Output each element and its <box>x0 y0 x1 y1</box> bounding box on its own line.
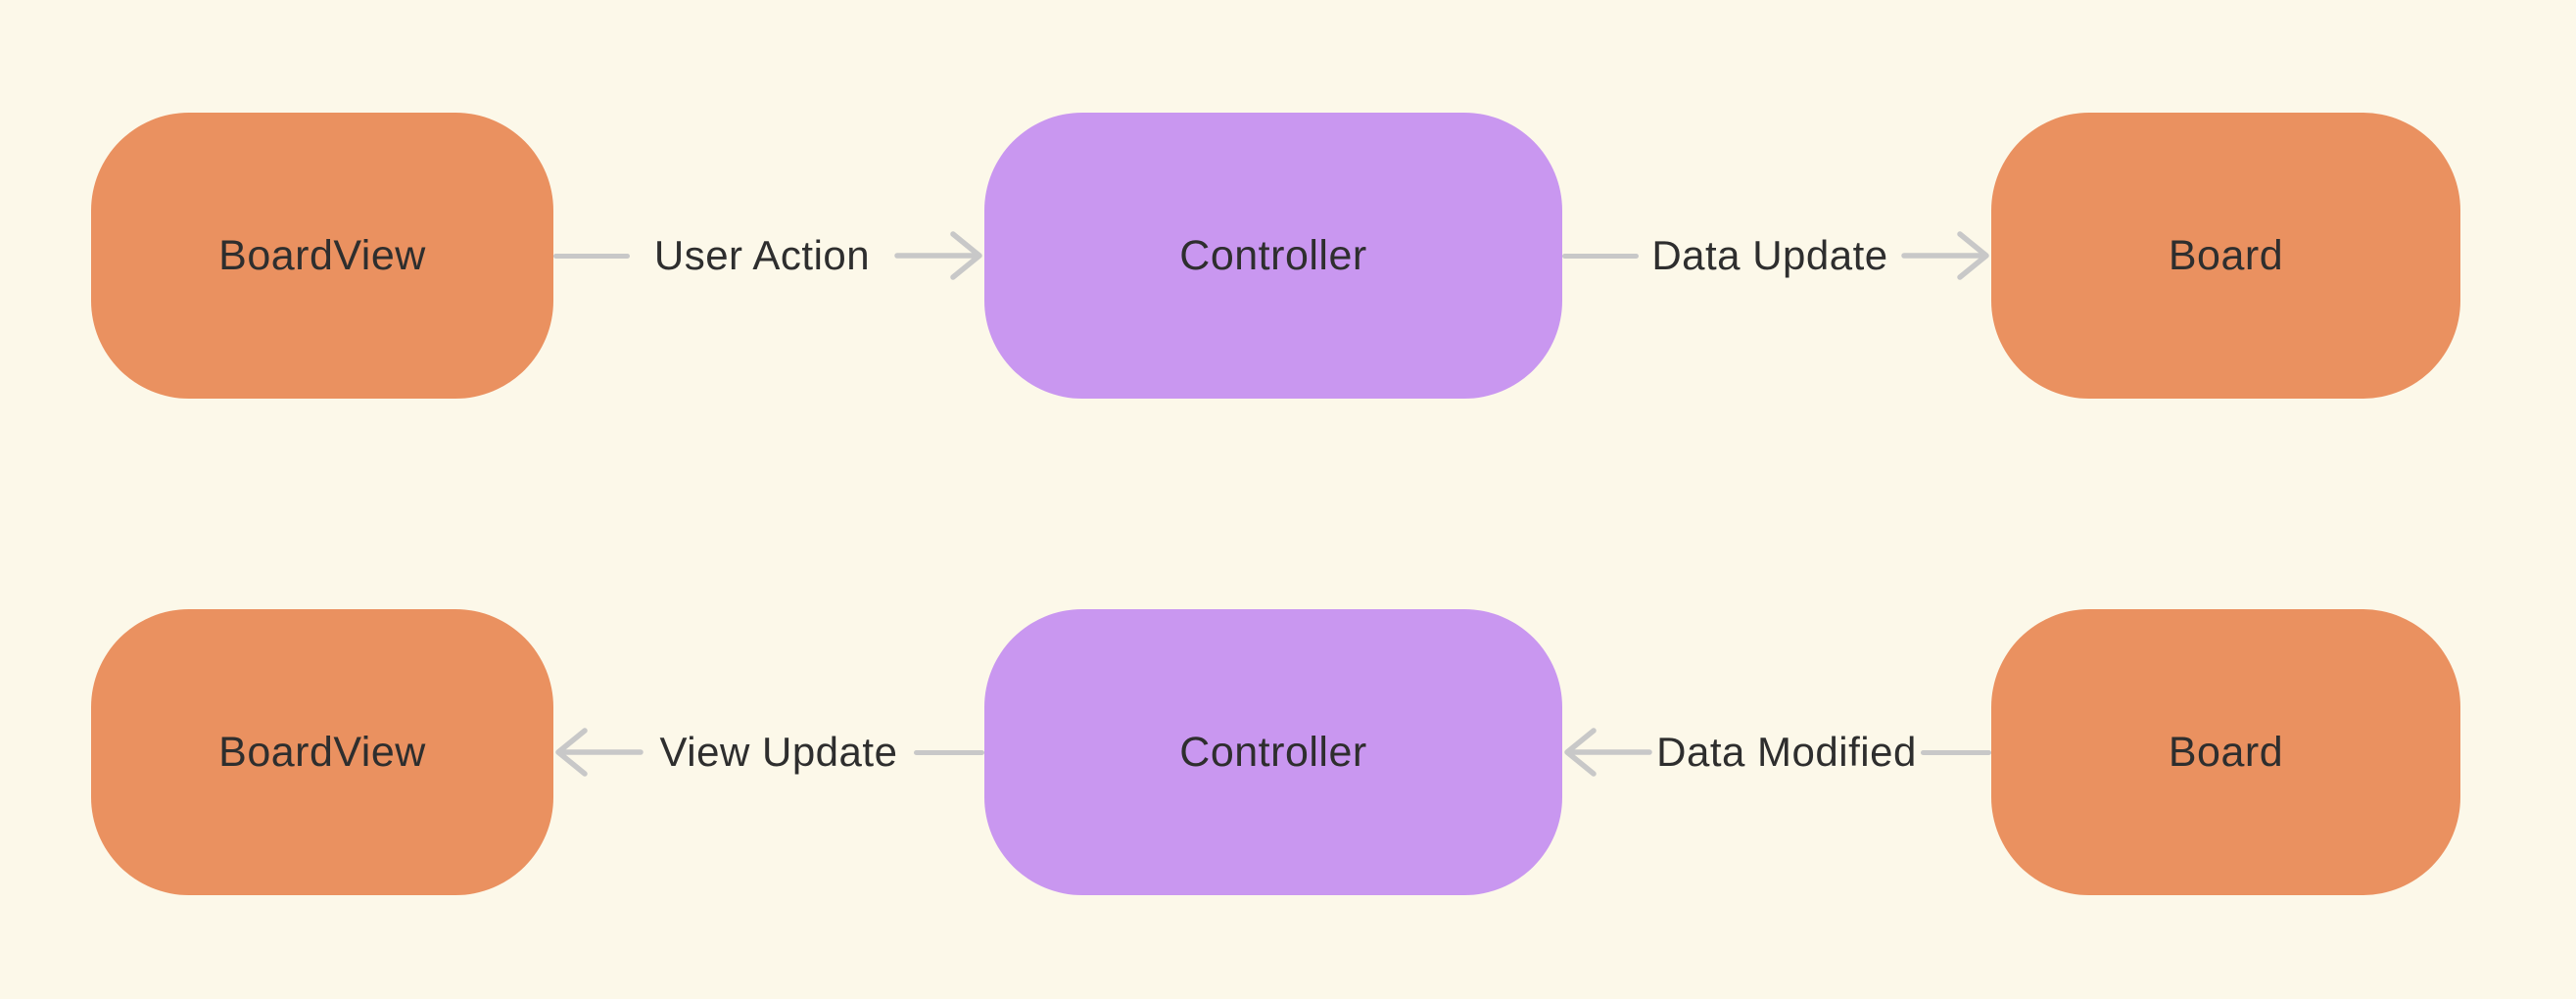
node-label: BoardView <box>218 728 426 776</box>
edge-line <box>1920 749 1991 755</box>
edge-line <box>913 749 984 755</box>
node-controller-bottom: Controller <box>984 609 1562 895</box>
edge-data-modified: Data Modified <box>1562 609 1991 895</box>
node-board-top: Board <box>1991 113 2460 399</box>
edge-data-update: Data Update <box>1562 113 1991 399</box>
node-board-bottom: Board <box>1991 609 2460 895</box>
node-label: Controller <box>1179 728 1367 776</box>
arrow-right-icon <box>1901 231 1989 280</box>
edge-label: Data Modified <box>1656 729 1917 775</box>
node-label: Board <box>2168 231 2284 279</box>
node-boardview-bottom: BoardView <box>91 609 553 895</box>
node-controller-top: Controller <box>984 113 1562 399</box>
node-label: BoardView <box>218 231 426 279</box>
edge-label: View Update <box>659 729 898 775</box>
arrow-right-icon <box>894 231 982 280</box>
node-label: Controller <box>1179 231 1367 279</box>
edge-line <box>553 253 630 259</box>
edge-label: Data Update <box>1651 232 1888 278</box>
node-boardview-top: BoardView <box>91 113 553 399</box>
edge-line <box>1562 253 1639 259</box>
node-label: Board <box>2168 728 2284 776</box>
edge-user-action: User Action <box>553 113 984 399</box>
arrow-left-icon <box>555 728 644 777</box>
edge-label: User Action <box>653 232 871 278</box>
arrow-left-icon <box>1564 728 1652 777</box>
edge-view-update: View Update <box>553 609 984 895</box>
